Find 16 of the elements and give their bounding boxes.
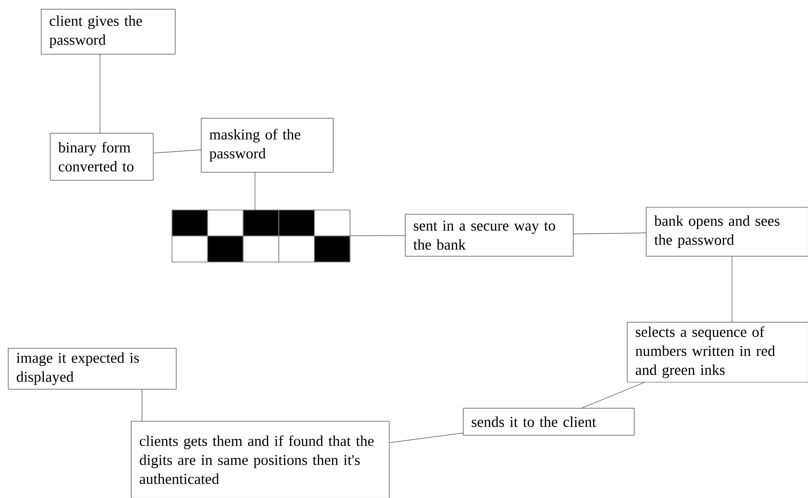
process-box: selects a sequence of numbers written in red and green inks: [627, 322, 808, 382]
process-box: masking of the password: [201, 118, 334, 172]
process-box: image it expected is displayed: [8, 348, 176, 390]
connector-line: [573, 232, 646, 234]
picture: [172, 210, 350, 262]
process-box: client gives the password: [41, 9, 176, 54]
connector-line: [153, 150, 202, 154]
process-box: sends it to the client: [463, 408, 634, 436]
connector-line: [582, 382, 644, 408]
process-box: clients gets them and if found that the digits are in same positions then it's authenticated: [131, 421, 390, 498]
process-box: sent in a secure way to the bank: [405, 214, 574, 256]
connector-line: [350, 235, 406, 236]
connector-line: [389, 432, 464, 443]
process-box: bank opens and sees the password: [646, 207, 808, 256]
process-box: binary form converted to: [50, 133, 154, 180]
connector-line: [254, 172, 256, 210]
